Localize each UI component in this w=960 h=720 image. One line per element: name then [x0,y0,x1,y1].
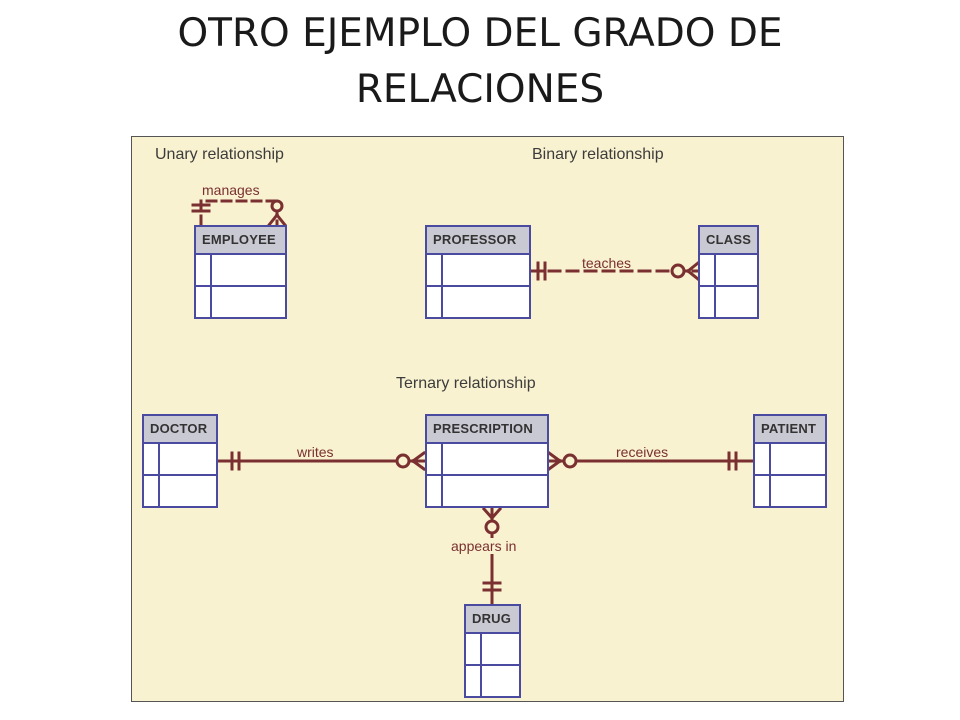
entity-drug-name: DRUG [466,606,519,634]
entity-drug-attribute-row [466,666,519,696]
manages-label: manages [202,182,260,198]
relationship-lines [191,199,755,607]
appears-in-label: appears in [450,538,518,554]
entity-employee-name: EMPLOYEE [196,227,285,255]
entity-class-attribute-row [700,287,757,317]
entity-prescription-attribute-row [427,444,547,476]
entity-doctor-name: DOCTOR [144,416,216,444]
entity-patient-attribute-row [755,476,825,506]
entity-professor-attribute-row [427,287,529,317]
slide-title-line-1: OTRO EJEMPLO DEL GRADO DE [177,11,783,56]
receives-connector [546,450,755,472]
entity-patient-name: PATIENT [755,416,825,444]
writes-connector [216,450,427,472]
binary-relationship-label: Binary relationship [532,146,664,163]
teaches-label: teaches [582,255,632,271]
manages-connector [191,199,288,228]
entity-doctor[interactable]: DOCTOR [142,414,218,508]
receives-label: receives [616,444,669,460]
entity-doctor-attribute-row [144,444,216,476]
writes-label: writes [297,444,334,460]
entity-patient[interactable]: PATIENT [753,414,827,508]
entity-professor-attribute-row [427,255,529,287]
unary-relationship-label: Unary relationship [155,146,284,163]
er-diagram-panel: Unary relationship Binary relationship T… [131,136,844,702]
slide-title: OTRO EJEMPLO DEL GRADO DE RELACIONES [0,0,960,118]
entity-professor-name: PROFESSOR [427,227,529,255]
entity-class[interactable]: CLASS [698,225,759,319]
entity-doctor-attribute-row [144,476,216,506]
entity-patient-attribute-row [755,444,825,476]
entity-drug[interactable]: DRUG [464,604,521,698]
slide-title-line-2: RELACIONES [355,67,605,112]
teaches-connector [529,260,701,282]
entity-professor[interactable]: PROFESSOR [425,225,531,319]
entity-employee[interactable]: EMPLOYEE [194,225,287,319]
entity-employee-attribute-row [196,255,285,287]
entity-class-name: CLASS [700,227,757,255]
appears-in-connector [481,506,503,607]
entity-prescription[interactable]: PRESCRIPTION [425,414,549,508]
entity-prescription-name: PRESCRIPTION [427,416,547,444]
entity-employee-attribute-row [196,287,285,317]
entity-drug-attribute-row [466,634,519,666]
entity-prescription-attribute-row [427,476,547,506]
entity-class-attribute-row [700,255,757,287]
ternary-relationship-label: Ternary relationship [396,375,536,392]
